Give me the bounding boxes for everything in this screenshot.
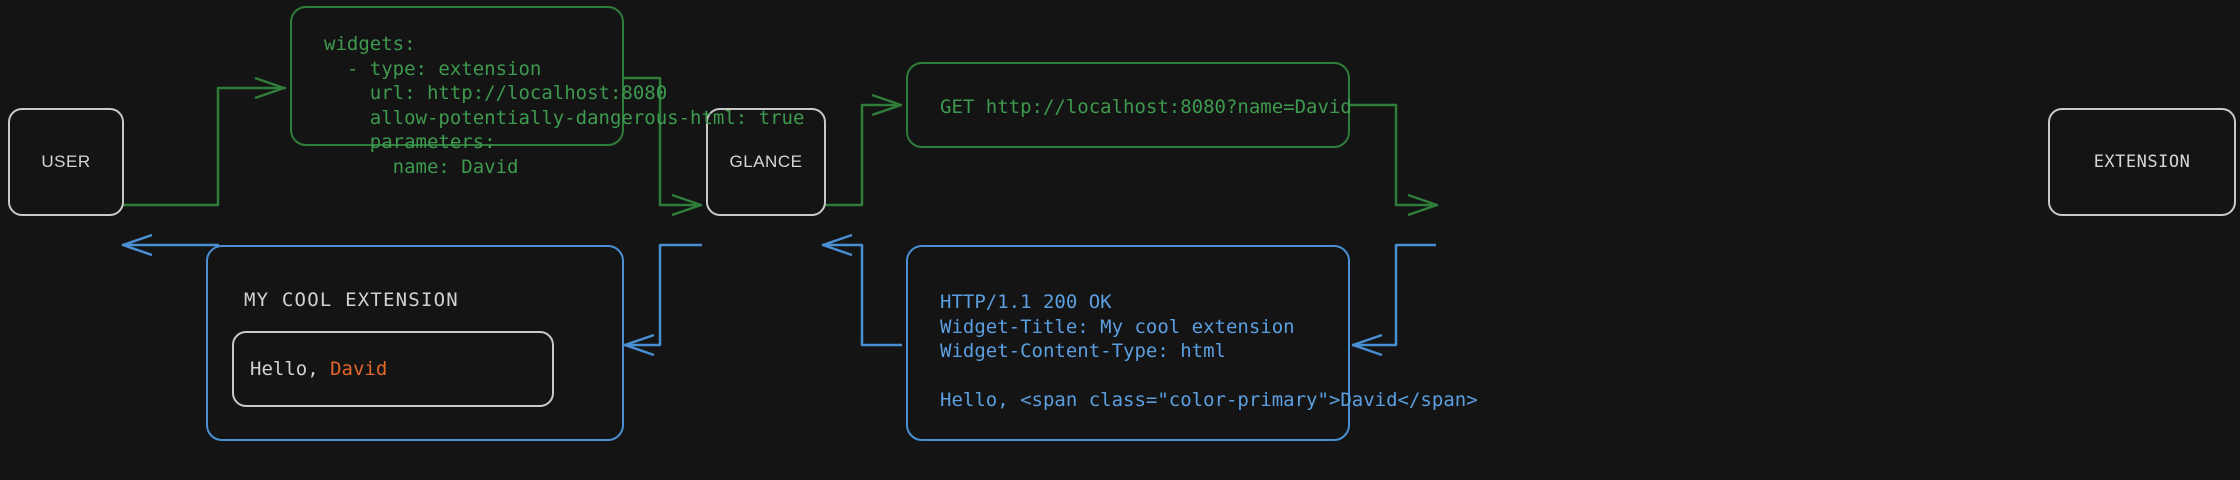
node-extension[interactable]: EXTENSION: [2048, 108, 2236, 216]
panel-http-request: GET http://localhost:8080?name=David: [906, 62, 1352, 148]
widget-preview-title: MY COOL EXTENSION: [244, 289, 459, 311]
panel-http-response: HTTP/1.1 200 OK Widget-Title: My cool ex…: [906, 245, 1478, 441]
edge-response-to-glance: [821, 233, 902, 347]
edge-config-to-glance: [624, 76, 703, 217]
node-glance[interactable]: GLANCE: [706, 108, 826, 216]
http-request-code: GET http://localhost:8080?name=David: [940, 96, 1352, 118]
node-extension-label: EXTENSION: [2093, 152, 2191, 172]
node-glance-label: GLANCE: [729, 152, 803, 171]
edge-extension-to-response: [1351, 243, 1436, 357]
widget-greeting-name: David: [330, 358, 388, 380]
widget-preview-greeting: Hello, David: [234, 358, 387, 380]
widget-greeting-text: Hello,: [250, 358, 331, 380]
edge-glance-to-widget: [623, 243, 702, 357]
widget-preview-body: Hello, David: [232, 331, 554, 407]
edge-glance-to-request: [822, 93, 903, 207]
edge-user-to-config: [120, 76, 286, 207]
node-user[interactable]: USER: [8, 108, 124, 216]
http-response-code: HTTP/1.1 200 OK Widget-Title: My cool ex…: [940, 291, 1478, 411]
node-user-label: USER: [41, 152, 91, 171]
panel-widget-preview: MY COOL EXTENSION Hello, David: [206, 245, 624, 441]
panel-widget-config: widgets: - type: extension url: http://l…: [290, 6, 804, 178]
edge-request-to-extension: [1350, 103, 1439, 217]
widget-config-code: widgets: - type: extension url: http://l…: [324, 33, 805, 178]
